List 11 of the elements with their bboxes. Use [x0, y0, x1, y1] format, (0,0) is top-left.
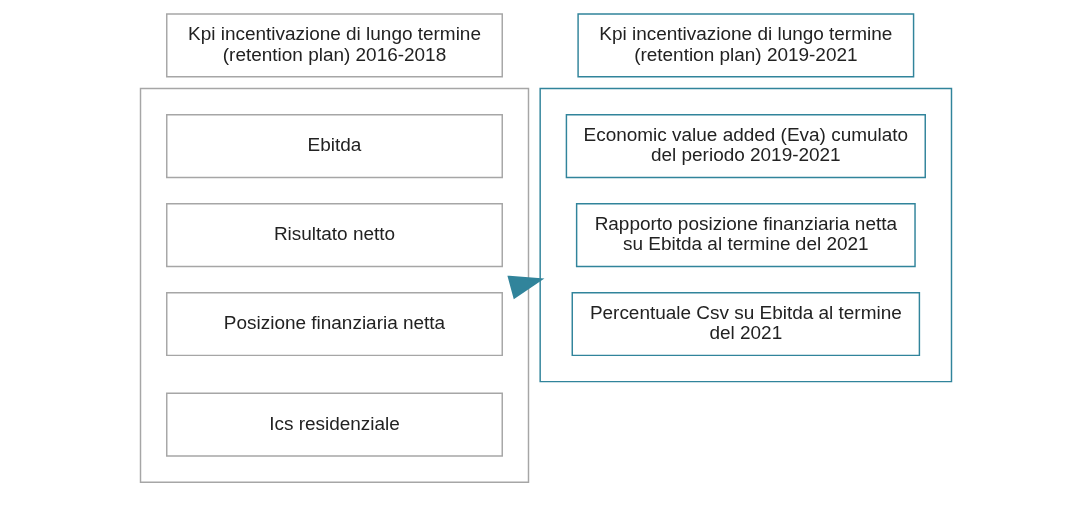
node-box: Percentuale Csv su Ebitda al termine del 2021 [571, 291, 920, 357]
node-box: Posizione finanziaria netta [165, 291, 503, 357]
node-box: Kpi incentivazione di lungo termine (retention plan) 2019-2021 [576, 13, 914, 78]
node-box: Ics residenziale [165, 392, 503, 457]
node-box: Economic value added (Eva) cumulato del periodo 2019-2021 [565, 113, 926, 179]
node-box: Risultato netto [165, 202, 503, 268]
node-box: Rapporto posizione finanziaria netta su Ebitda al termine del 2021 [575, 202, 916, 268]
cluster [538, 87, 952, 383]
node-box: Ebitda [165, 113, 503, 179]
node-box: Kpi incentivazione di lungo termine (retention plan) 2016-2018 [165, 13, 503, 78]
cluster [139, 87, 529, 483]
